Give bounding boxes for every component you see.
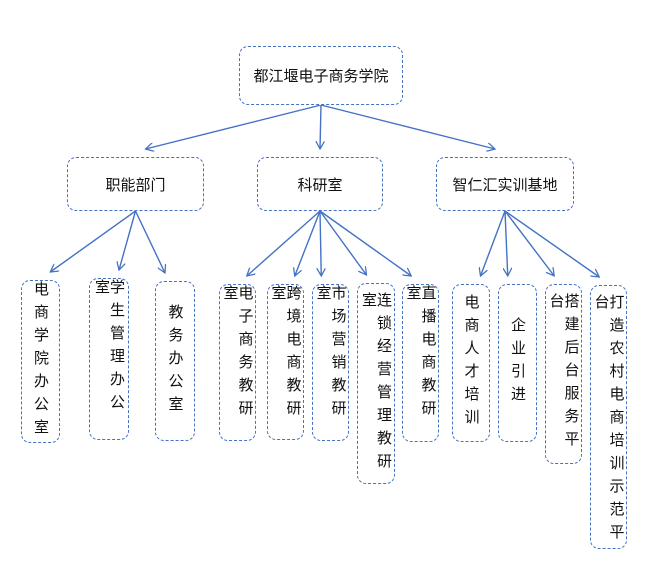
node-academic-affairs-office: 教务办公室: [155, 281, 195, 441]
node-functional-departments: 职能部门: [67, 157, 204, 211]
node-marketing-teaching-office: 市场营销教研室: [312, 284, 349, 441]
node-backend-service-platform: 搭建后台服务平台: [545, 284, 582, 464]
arrow-root-to-level1-2: [320, 104, 495, 149]
node-ecommerce-teaching-office: 电子商务教研室: [219, 284, 256, 441]
arrow-level1-2-to-leaf-0: [481, 210, 506, 276]
arrow-level1-2-to-leaf-2: [504, 210, 554, 276]
arrow-root-to-level1-0: [146, 104, 322, 149]
node-rural-ecommerce-demo-platform: 打造农村电商培训示范平台: [590, 285, 627, 549]
arrow-level1-0-to-leaf-1: [119, 210, 137, 270]
arrow-level1-2-to-leaf-3: [504, 210, 599, 277]
arrow-root-to-level1-1: [320, 104, 321, 149]
root-node-college: 都江堰电子商务学院: [239, 46, 403, 105]
arrow-level1-1-to-leaf-1: [295, 210, 321, 276]
node-live-streaming-ecommerce-office: 直播电商教研室: [402, 284, 439, 442]
node-ecommerce-college-office: 电商学院办公室: [21, 280, 60, 443]
arrow-level1-1-to-leaf-3: [319, 210, 367, 275]
node-research-office: 科研室: [257, 157, 383, 211]
arrow-level1-0-to-leaf-2: [134, 210, 166, 273]
arrow-level1-0-to-leaf-0: [50, 210, 136, 272]
arrow-level1-2-to-leaf-1: [505, 210, 508, 276]
node-enterprise-introduction: 企业引进: [498, 284, 537, 442]
node-student-management-office: 学生管理办公室: [89, 278, 129, 440]
node-ecommerce-talent-training: 电商人才培训: [452, 284, 490, 442]
node-cross-border-ecommerce-office: 跨境电商教研室: [267, 284, 304, 440]
node-training-base: 智仁汇实训基地: [436, 157, 574, 211]
arrow-level1-1-to-leaf-0: [247, 210, 321, 276]
arrow-level1-1-to-leaf-2: [320, 210, 321, 276]
arrow-level1-1-to-leaf-4: [319, 210, 411, 276]
node-chain-management-office: 连锁经营管理教研室: [357, 283, 395, 484]
